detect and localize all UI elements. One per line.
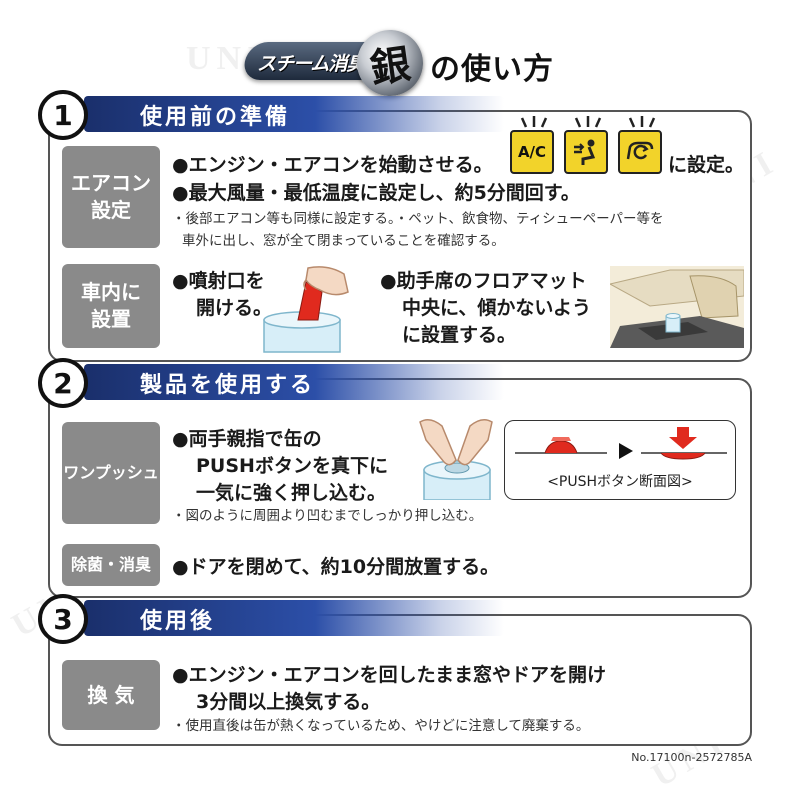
section-title-bar: 製品を使用する [84,364,504,400]
label-aircon-setting: エアコン 設定 [62,146,160,248]
logo-text: スチーム消臭 [257,53,365,75]
product-code: No.17100n-2572785A [631,751,752,764]
note-line: 車外に出し、窓が全て閉まっていることを確認する。 [182,233,505,249]
logo-silver-emblem: 銀 [352,25,428,101]
recirculation-icon [618,116,662,174]
push-cross-section-diagram: <PUSHボタン断面図> [504,420,736,500]
instruction-line: ●最大風量・最低温度に設定し、約5分間回す。 [172,182,580,204]
can-opening-illustration [263,266,349,353]
page-header: スチーム消臭 銀 の使い方 [240,25,575,101]
section-title: 使用後 [140,609,216,634]
instruction-line: ●エンジン・エアコンを始動させる。 [172,154,493,176]
section-title-bar: 使用後 [84,600,504,636]
note-line: ・図のように周囲より凹むまでしっかり押し込む。 [172,508,483,524]
section-title-bar: 使用前の準備 [84,96,504,132]
instruction-line: PUSHボタンを真下に [196,455,388,477]
ac-icon: A/C [510,116,554,174]
airflow-face-icon [564,116,608,174]
instruction-line: ●エンジン・エアコンを回したまま窓やドアを開け [172,664,607,686]
page-title: の使い方 [430,52,554,87]
instruction-line: に設置する。 [402,324,517,346]
instruction-line: ●助手席のフロアマット [380,270,587,292]
note-line: ・使用直後は缶が熱くなっているため、やけどに注意して廃棄する。 [172,718,590,734]
label-sterilize-deodorize: 除菌・消臭 [62,544,160,586]
step-number: 1 [38,90,88,140]
instruction-line: ●ドアを閉めて、約10分間放置する。 [172,556,500,578]
label-ventilation: 換 気 [62,660,160,730]
instruction-line: 開ける。 [196,297,273,319]
instruction-line: に設定。 [668,154,745,176]
label-place-in-car: 車内に 設置 [62,264,160,348]
note-line: ・後部エアコン等も同様に設定する。・ペット、飲食物、ティシューペーパー等を [172,211,664,227]
label-one-push: ワンプッシュ [62,422,160,524]
push-button-illustration [419,419,493,500]
section-preparation: 使用前の準備 1 エアコン 設定 ●エンジン・エアコンを始動させる。 A/C に… [38,90,752,362]
step-number: 2 [38,358,88,408]
section-title: 製品を使用する [140,373,316,398]
car-floor-illustration [610,266,744,348]
section-title: 使用前の準備 [140,105,291,130]
section-after-use: 使用後 3 換 気 ●エンジン・エアコンを回したまま窓やドアを開け 3分間以上換… [38,594,752,746]
diagram-caption: <PUSHボタン断面図> [547,474,693,490]
ac-icon-text: A/C [517,143,547,161]
instruction-line: ●噴射口を [172,270,265,292]
section-use-product: 製品を使用する 2 ワンプッシュ ●両手親指で缶の PUSHボタンを真下に 一気… [38,358,752,598]
step-number: 3 [38,594,88,644]
instruction-line: 3分間以上換気する。 [196,691,381,713]
instruction-line: 中央に、傾かないよう [402,297,592,319]
instruction-line: ●両手親指で缶の [172,428,322,450]
instruction-line: 一気に強く押し込む。 [196,482,387,504]
